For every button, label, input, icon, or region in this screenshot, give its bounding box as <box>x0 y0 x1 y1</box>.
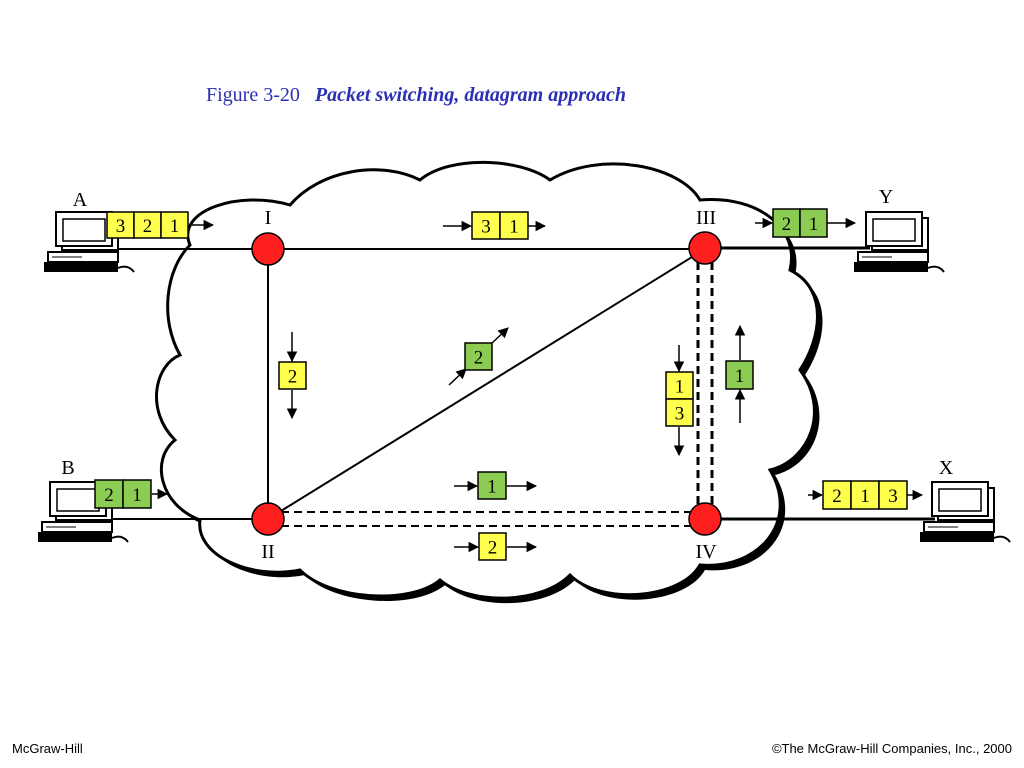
packet-cell <box>477 471 507 500</box>
switch-label-iv: IV <box>695 541 717 563</box>
packet-number: 1 <box>170 216 180 237</box>
copyright-label: ©The McGraw-Hill Companies, Inc., 2000 <box>771 741 1012 756</box>
packet-cell <box>665 371 694 400</box>
packet-number: 1 <box>487 477 497 498</box>
packet-cell <box>278 361 307 390</box>
packet-number: 1 <box>509 217 519 238</box>
packet-cell <box>94 479 124 509</box>
packet-cell <box>106 211 135 239</box>
packet-cell <box>464 342 493 371</box>
packets-iii-to-iv: 13 <box>665 345 694 457</box>
packet-number: 3 <box>481 217 491 238</box>
station-label-x: X <box>939 457 954 479</box>
figure-number: Figure 3-20 <box>206 84 300 106</box>
packet-cell <box>665 398 694 427</box>
packet-number: 2 <box>474 348 484 369</box>
station-label-y: Y <box>879 186 893 208</box>
packet-number: 1 <box>675 377 685 398</box>
station-label-a: A <box>73 189 88 211</box>
link-iii-iv-dashed <box>696 249 714 519</box>
switch-iv <box>688 502 722 536</box>
packet-cell <box>878 480 908 510</box>
packet-number: 2 <box>143 216 153 237</box>
packet-number: 3 <box>675 404 685 425</box>
packet-number: 3 <box>888 486 898 507</box>
switch-i <box>251 232 285 266</box>
figure-title: Figure 3-20 Packet switching, datagram a… <box>206 84 626 107</box>
packets-ii-to-iii: 2 <box>448 327 509 386</box>
packet-number: 2 <box>832 486 842 507</box>
packet-cell <box>772 208 801 238</box>
packet-cell <box>122 479 152 509</box>
packet-number: 1 <box>735 366 745 387</box>
packet-cell <box>799 208 828 238</box>
packet-cell <box>133 211 162 239</box>
packet-number: 2 <box>782 214 792 235</box>
packet-number: 1 <box>809 214 819 235</box>
direction-arrow <box>448 368 467 386</box>
packet-cell <box>725 360 754 390</box>
packet-cell <box>478 532 507 561</box>
publisher-label: McGraw-Hill <box>12 741 83 756</box>
packets-ii-to-iv-upper: 1 <box>454 471 538 500</box>
packet-number: 3 <box>116 216 126 237</box>
packet-number: 2 <box>104 485 114 506</box>
packet-cell <box>499 211 529 240</box>
switch-iii <box>688 231 722 265</box>
switch-label-iii: III <box>696 207 716 229</box>
station-label-b: B <box>61 457 74 479</box>
switch-label-ii: II <box>261 541 274 563</box>
packet-number: 2 <box>488 538 498 559</box>
packet-cell <box>160 211 189 239</box>
computer-x-icon <box>919 481 1011 543</box>
packet-cell <box>822 480 852 510</box>
link-ii-iii <box>267 248 706 520</box>
packets-iv-to-iii: 1 <box>725 324 754 423</box>
packets-i-to-ii: 2 <box>278 332 307 420</box>
packet-number: 1 <box>132 485 142 506</box>
switch-label-i: I <box>265 207 272 229</box>
link-ii-iv-dashed <box>268 511 705 527</box>
packet-number: 1 <box>860 486 870 507</box>
figure-caption: Packet switching, datagram approach <box>314 84 627 106</box>
packets-ii-to-iv-lower: 2 <box>454 532 538 561</box>
computer-y-icon <box>853 211 945 273</box>
switch-ii <box>251 502 285 536</box>
packet-number: 2 <box>288 367 298 388</box>
direction-arrow <box>490 327 509 345</box>
cloud <box>155 160 819 600</box>
